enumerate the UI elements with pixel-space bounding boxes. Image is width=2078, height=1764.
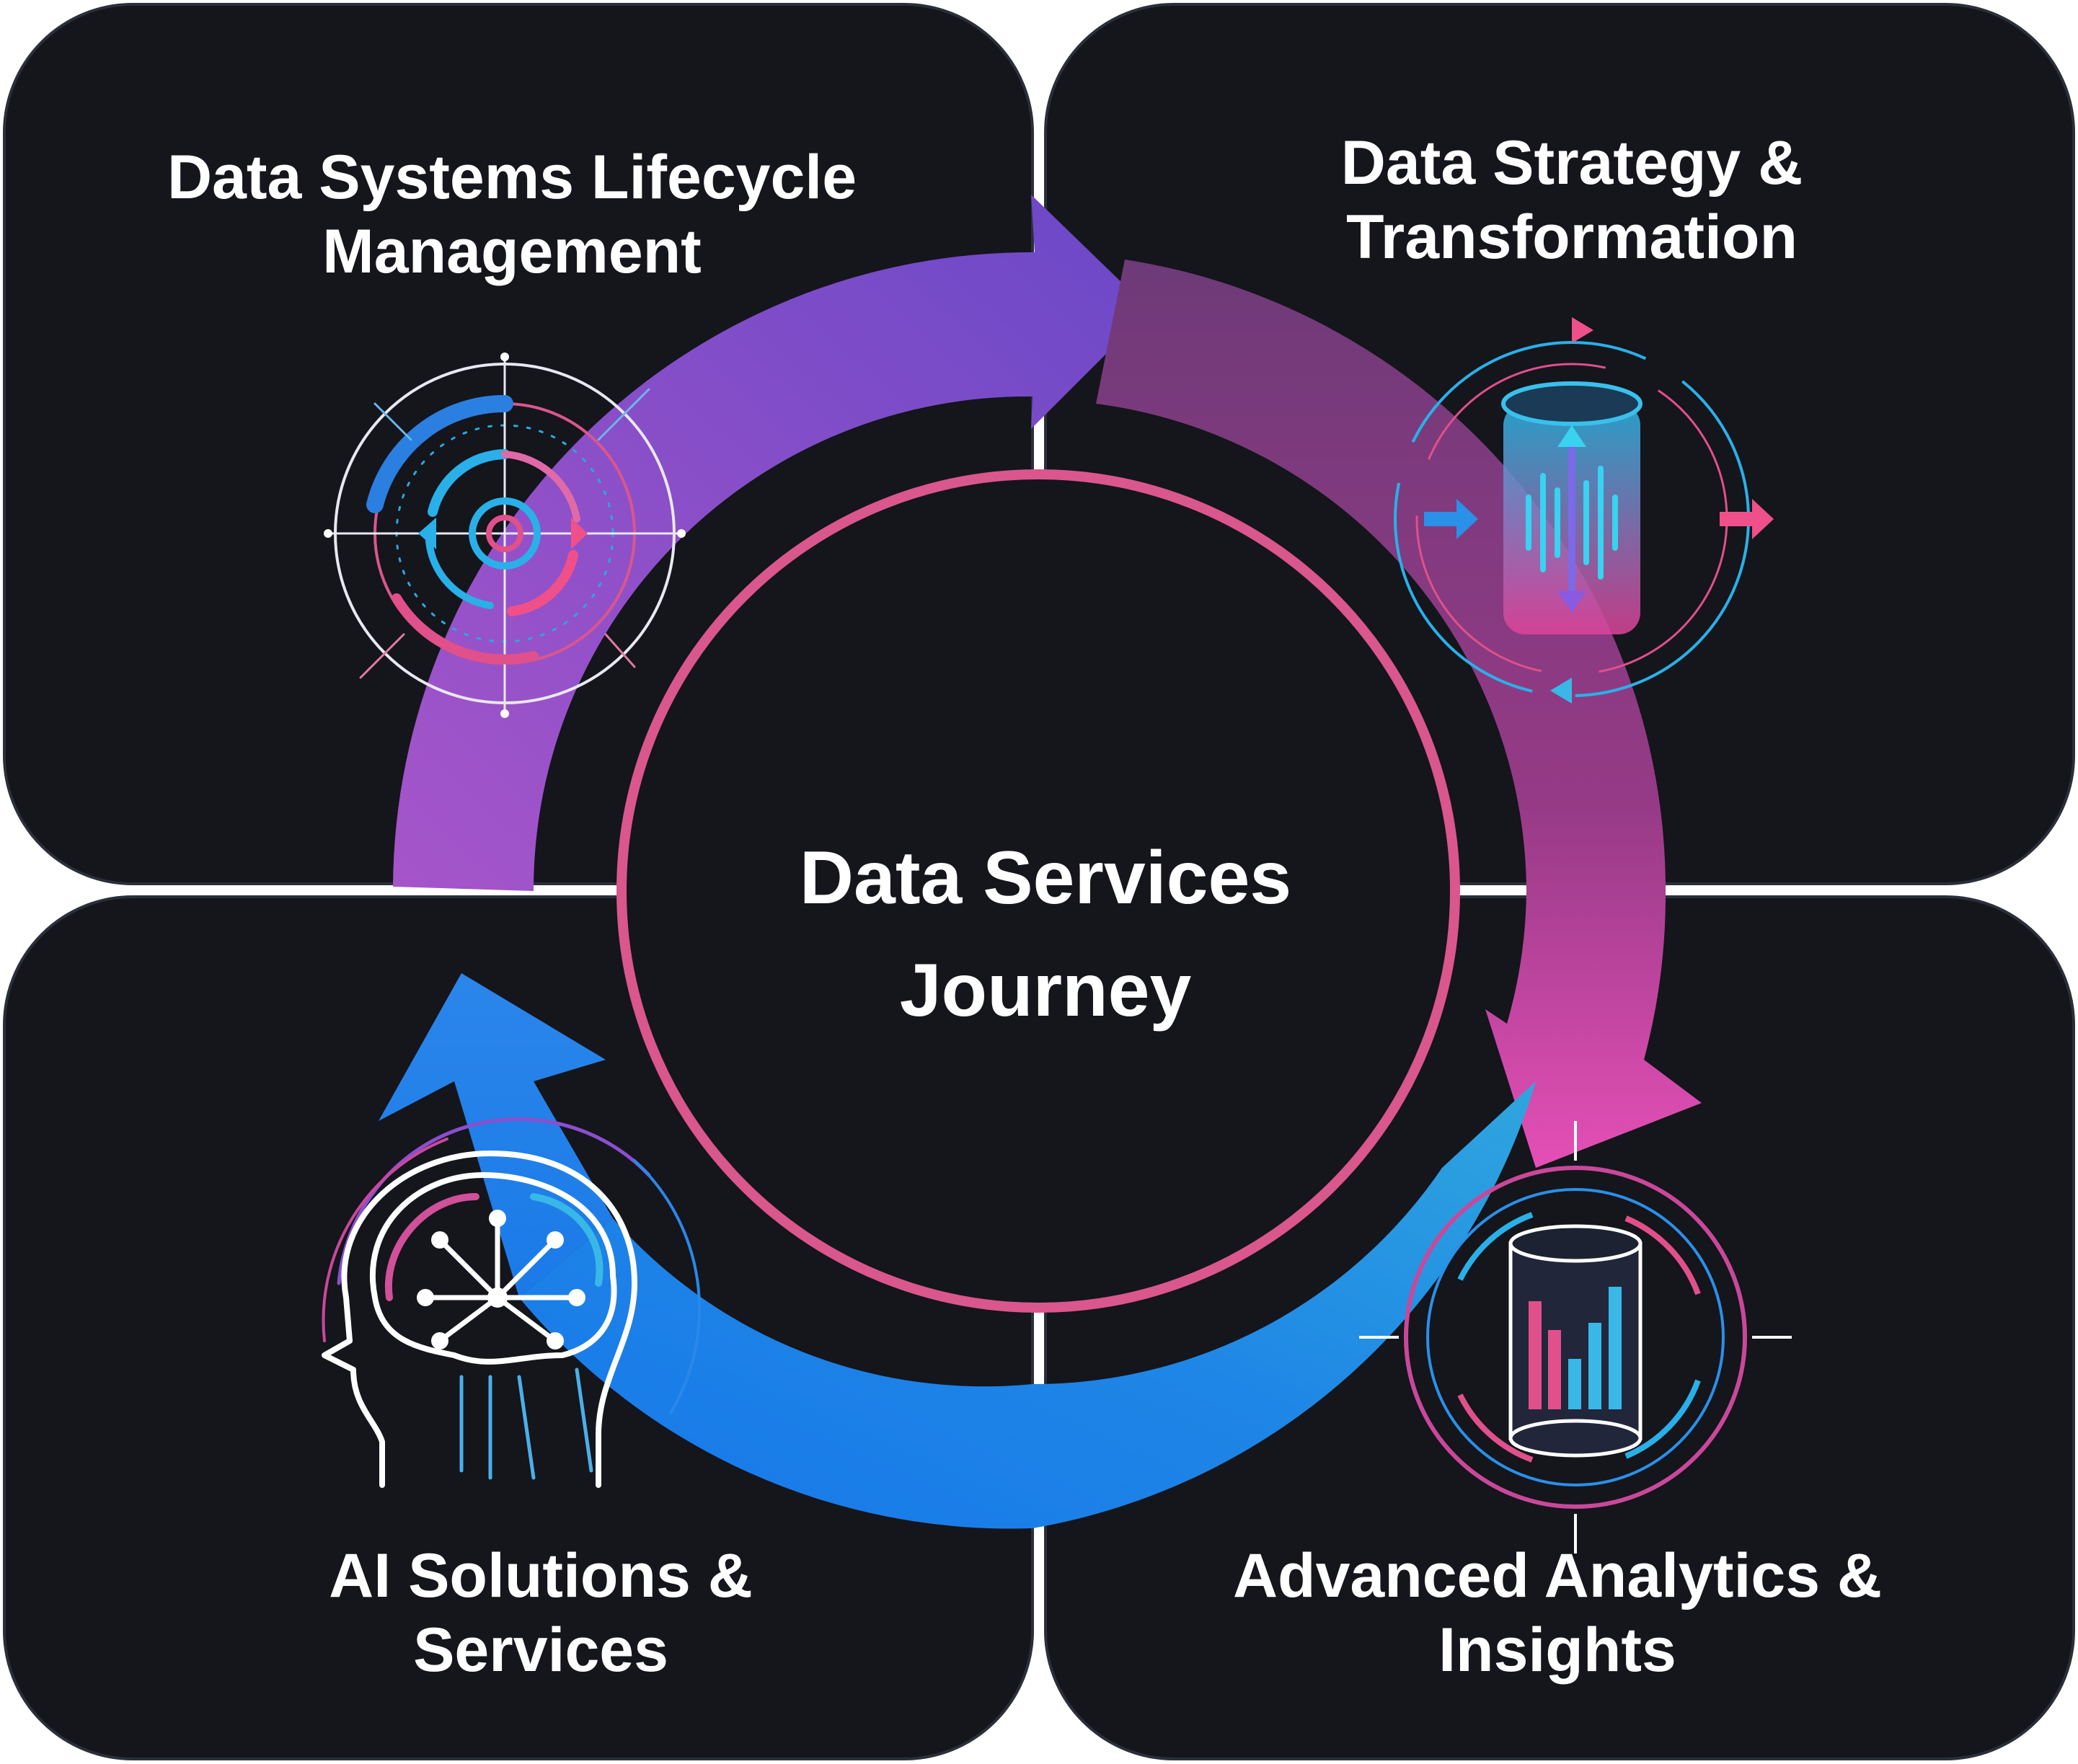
- inner-ring: [616, 469, 1460, 1313]
- cycle-arrow-top: [393, 195, 1150, 891]
- label-line: Data Systems Lifecycle: [167, 143, 857, 212]
- label-data-strategy: Data Strategy & Transformation: [1168, 126, 1976, 275]
- label-line: Services: [413, 1615, 668, 1685]
- cycle-arrow-bottom: [519, 1081, 1536, 1529]
- label-data-systems-lifecycle: Data Systems Lifecycle Management: [72, 141, 952, 289]
- cycle-arrow-right: [1096, 260, 1702, 1168]
- label-line: Advanced Analytics &: [1232, 1541, 1883, 1610]
- ai-brain-head-icon: [322, 1117, 702, 1488]
- center-title-line1: Data Services: [799, 836, 1292, 920]
- lifecycle-target-icon: [324, 353, 686, 718]
- label-line: Insights: [1438, 1615, 1676, 1685]
- label-advanced-analytics: Advanced Analytics & Insights: [1125, 1539, 1990, 1688]
- label-line: Management: [322, 217, 702, 287]
- label-ai-solutions: AI Solutions & Services: [180, 1539, 901, 1688]
- data-cylinder-waveform-icon: [1394, 317, 1774, 704]
- analytics-cylinder-chart-icon: [1359, 1121, 1792, 1554]
- label-line: Transformation: [1346, 203, 1798, 272]
- label-line: AI Solutions &: [329, 1541, 753, 1610]
- center-title: Data Services Journey: [721, 822, 1370, 1047]
- label-line: Data Strategy &: [1340, 128, 1803, 198]
- cycle-arrow-left: [379, 973, 613, 1298]
- center-title-line2: Journey: [899, 949, 1192, 1032]
